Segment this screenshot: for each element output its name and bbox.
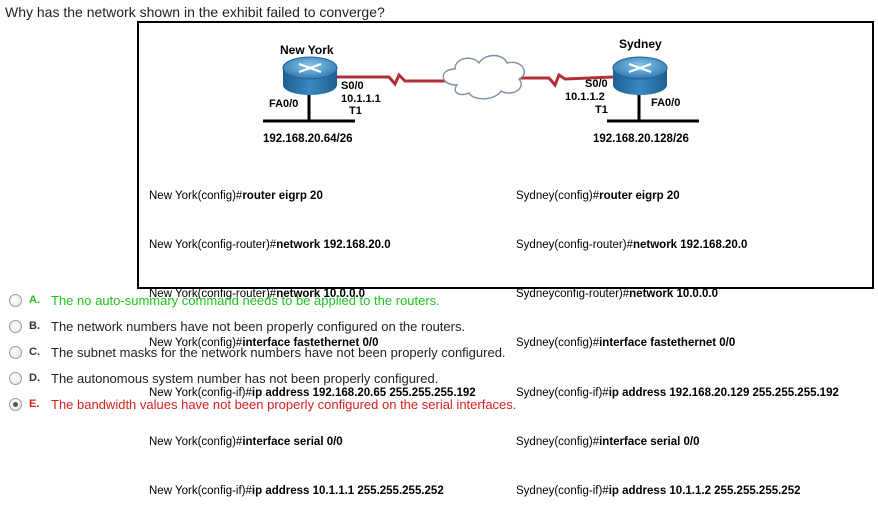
config-line: New York(config)#router eigrp 20 [149, 189, 323, 202]
router-sydney-label: Sydney [619, 37, 662, 51]
ny-fa-if: FA0/0 [269, 98, 299, 110]
option-letter: E. [29, 398, 40, 410]
serial-link-left [337, 72, 447, 87]
config-line: Sydney(config-router)#network 192.168.20… [516, 239, 748, 252]
option-b[interactable]: B. The network numbers have not been pro… [9, 315, 465, 337]
network-topology [263, 54, 699, 123]
option-a[interactable]: A. The no auto-summary command needs to … [9, 289, 440, 311]
syd-link-type: T1 [595, 104, 608, 116]
ny-serial-if: S0/0 [341, 80, 364, 92]
option-text: The network numbers have not been proper… [51, 318, 466, 334]
config-line: New York(config-router)#network 10.0.0.0 [149, 288, 366, 301]
option-d[interactable]: D. The autonomous system number has not … [9, 367, 438, 389]
ny-subnet: 192.168.20.64/26 [263, 133, 353, 145]
router-new-york-icon [263, 56, 355, 123]
config-line: Sydney(config)#interface fastethernet 0/… [516, 337, 736, 350]
config-sydney: Sydney(config)#router eigrp 20 Sydney(co… [516, 155, 839, 532]
option-c[interactable]: C. The subnet masks for the network numb… [9, 341, 506, 363]
config-line: Sydney(config-if)#ip address 192.168.20.… [516, 386, 839, 399]
option-letter: A. [29, 294, 40, 306]
option-text: The subnet masks for the network numbers… [51, 344, 506, 360]
ny-serial-ip: 10.1.1.1 [341, 93, 381, 105]
router-sydney-icon [607, 56, 699, 123]
config-line: New York(config-router)#network 192.168.… [149, 239, 391, 252]
radio-button-selected[interactable] [9, 397, 22, 411]
option-text: The autonomous system number has not bee… [51, 370, 439, 386]
syd-serial-ip: 10.1.1.2 [565, 91, 605, 103]
config-line: New York(config)#interface serial 0/0 [149, 435, 343, 448]
option-letter: D. [29, 372, 40, 384]
syd-serial-if: S0/0 [585, 78, 608, 90]
config-line: Sydney(config)#router eigrp 20 [516, 189, 680, 202]
radio-button[interactable] [9, 345, 22, 359]
config-line: New York(config-if)#ip address 10.1.1.1 … [149, 485, 444, 498]
ny-link-type: T1 [349, 105, 362, 117]
config-line: New York(config)#interface fastethernet … [149, 337, 379, 350]
serial-link-right [515, 72, 614, 88]
option-text: The no auto-summary command needs to be … [51, 292, 440, 308]
option-text: The bandwidth values have not been prope… [51, 396, 517, 412]
config-line: Sydney(config-if)#ip address 10.1.1.2 25… [516, 485, 801, 498]
router-new-york-label: New York [280, 43, 334, 57]
syd-fa-if: FA0/0 [651, 97, 681, 109]
wan-cloud-icon [442, 54, 525, 100]
option-e[interactable]: E. The bandwidth values have not been pr… [9, 393, 516, 415]
syd-subnet: 192.168.20.128/26 [593, 133, 689, 145]
radio-button[interactable] [9, 319, 22, 333]
radio-button[interactable] [9, 371, 22, 385]
option-letter: C. [29, 346, 40, 358]
config-line: Sydneyconfig-router)#network 10.0.0.0 [516, 288, 719, 301]
radio-button[interactable] [9, 293, 22, 307]
question-text: Why has the network shown in the exhibit… [5, 4, 385, 20]
exhibit-diagram: New York Sydney S0/0 10.1.1.1 T1 FA0/0 S… [137, 21, 874, 497]
option-letter: B. [29, 320, 40, 332]
config-line: New York(config-if)#ip address 192.168.2… [149, 386, 476, 399]
config-line: Sydney(config)#interface serial 0/0 [516, 435, 700, 448]
